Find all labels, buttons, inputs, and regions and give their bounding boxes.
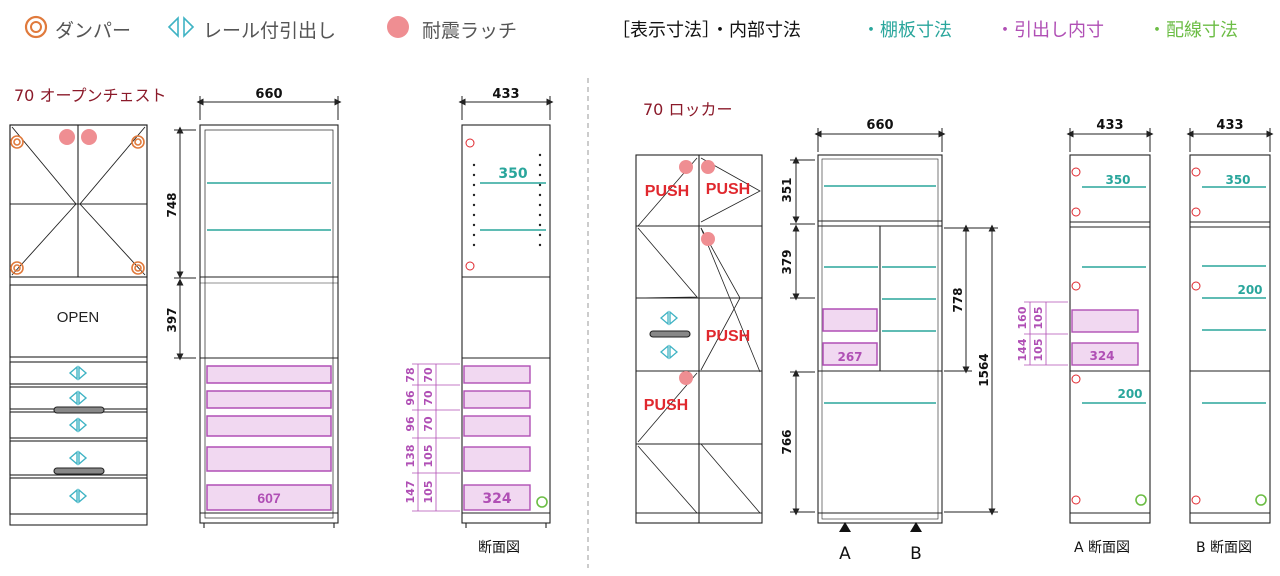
locker-side-a-shelf: 350	[1105, 173, 1130, 187]
locker-height-middle: 379	[780, 249, 794, 274]
chest-drawer-dims	[412, 363, 460, 512]
locker-side-a-outer-1: 160	[1016, 306, 1029, 329]
locker-side-b-shelf2: 200	[1237, 283, 1262, 297]
locker-height-bottom: 766	[780, 429, 794, 454]
locker-side-a-dims	[1024, 301, 1068, 366]
locker-side-a-width: 433	[1096, 118, 1123, 133]
locker-push-4: PUSH	[644, 397, 688, 414]
legend-latch-label: 耐震ラッチ	[422, 19, 518, 42]
locker-push-1: PUSH	[645, 183, 689, 200]
legend-drawer-dims: ・引出し内寸	[996, 20, 1104, 41]
chest-drawer-inner-3: 70	[422, 416, 435, 432]
locker-internal-shelves	[824, 185, 936, 404]
chest-internal-drawers	[206, 365, 332, 511]
locker-side-a-inner-1: 105	[1032, 307, 1045, 330]
chest-side-shelf-label: 350	[498, 166, 527, 182]
locker-right-height-2: 1564	[977, 353, 991, 386]
legend-shelf-dims: ・棚板寸法	[862, 20, 952, 41]
section-a-label: A	[839, 544, 851, 564]
locker-side-b-width: 433	[1216, 118, 1243, 133]
chest-height-lower: 397	[165, 307, 179, 332]
chest-drawer-label: 607	[257, 490, 281, 506]
chest-drawer-outer-4: 138	[404, 445, 417, 468]
locker-side-a-caption: A 断面図	[1074, 540, 1131, 556]
locker-rail-marks	[660, 310, 678, 360]
chest-internal-shelves	[207, 182, 331, 231]
locker-side-b-latches	[1191, 167, 1201, 505]
locker-side-a-shelves	[1082, 186, 1146, 404]
locker-internal-drawers	[822, 308, 878, 366]
chest-drawer-outer-3: 96	[404, 416, 417, 432]
legend-wiring-dims: ・配線寸法	[1148, 20, 1238, 41]
section-b-label: B	[910, 544, 922, 564]
chest-title: 70 オープンチェスト	[14, 86, 167, 105]
chest-drawer-outer-2: 96	[404, 390, 417, 406]
locker-side-b-view	[1189, 154, 1271, 524]
locker-side-a-view	[1069, 154, 1151, 524]
locker-side-a-latches	[1071, 167, 1081, 505]
legend-damper: ダンパー	[24, 14, 131, 44]
chest-side-dots	[472, 153, 542, 247]
locker-drawer-label: 267	[837, 350, 862, 364]
legend-rail: レール付引出し	[166, 14, 336, 44]
locker-latches	[679, 160, 715, 385]
locker-push-3: PUSH	[706, 328, 750, 345]
chest-dampers	[10, 135, 145, 275]
section-a-marker	[839, 522, 851, 532]
chest-side-latches	[465, 138, 475, 271]
chest-drawer-outer-1: 78	[404, 367, 417, 382]
chest-front-view	[9, 124, 148, 526]
chest-rail-marks	[68, 365, 88, 504]
chest-side-drawer-label: 324	[482, 491, 511, 507]
chest-drawer-outer-5: 147	[404, 481, 417, 504]
chest-latches	[59, 129, 97, 145]
locker-push-2: PUSH	[706, 181, 750, 198]
locker-front-width: 660	[866, 118, 893, 133]
locker-side-a-drawers	[1071, 309, 1139, 366]
chest-side-width: 433	[492, 87, 519, 102]
chest-height-upper: 748	[165, 192, 179, 217]
locker-side-a-wiring-hole	[1135, 494, 1147, 506]
chest-open-label: OPEN	[57, 309, 100, 326]
locker-side-a-shelf2: 200	[1117, 387, 1142, 401]
legend-damper-label: ダンパー	[55, 19, 132, 42]
rail-icon	[166, 15, 196, 44]
legend-rail-label: レール付引出し	[203, 19, 337, 42]
locker-internal-view	[817, 154, 943, 524]
chest-front-width: 660	[255, 87, 282, 102]
chest-side-wiring-hole	[536, 496, 548, 508]
legend-display-dims: ［表示寸法］・内部寸法	[612, 20, 801, 41]
latch-icon	[385, 15, 415, 44]
locker-side-b-shelf: 350	[1225, 173, 1250, 187]
locker-title: 70 ロッカー	[643, 100, 733, 119]
chest-side-view	[461, 124, 551, 528]
chest-drawer-inner-4: 105	[422, 445, 435, 468]
locker-side-b-wiring-hole	[1255, 494, 1267, 506]
chest-internal-view	[199, 124, 339, 528]
locker-side-a-drawer: 324	[1089, 349, 1114, 363]
section-b-marker	[910, 522, 922, 532]
locker-side-b-caption: B 断面図	[1196, 540, 1253, 556]
locker-side-b-shelves	[1202, 186, 1266, 404]
chest-side-shelves	[480, 182, 546, 231]
legend-latch: 耐震ラッチ	[385, 14, 517, 44]
locker-height-top: 351	[780, 177, 794, 202]
locker-right-height-1: 778	[951, 287, 965, 312]
chest-drawer-inner-1: 70	[422, 367, 435, 383]
chest-side-drawers	[463, 365, 531, 511]
locker-side-a-inner-2: 105	[1032, 339, 1045, 362]
chest-drawer-inner-2: 70	[422, 390, 435, 406]
damper-icon	[24, 15, 48, 44]
locker-side-a-outer-2: 144	[1016, 338, 1029, 361]
chest-drawer-inner-5: 105	[422, 481, 435, 504]
chest-section-caption: 断面図	[478, 540, 520, 556]
